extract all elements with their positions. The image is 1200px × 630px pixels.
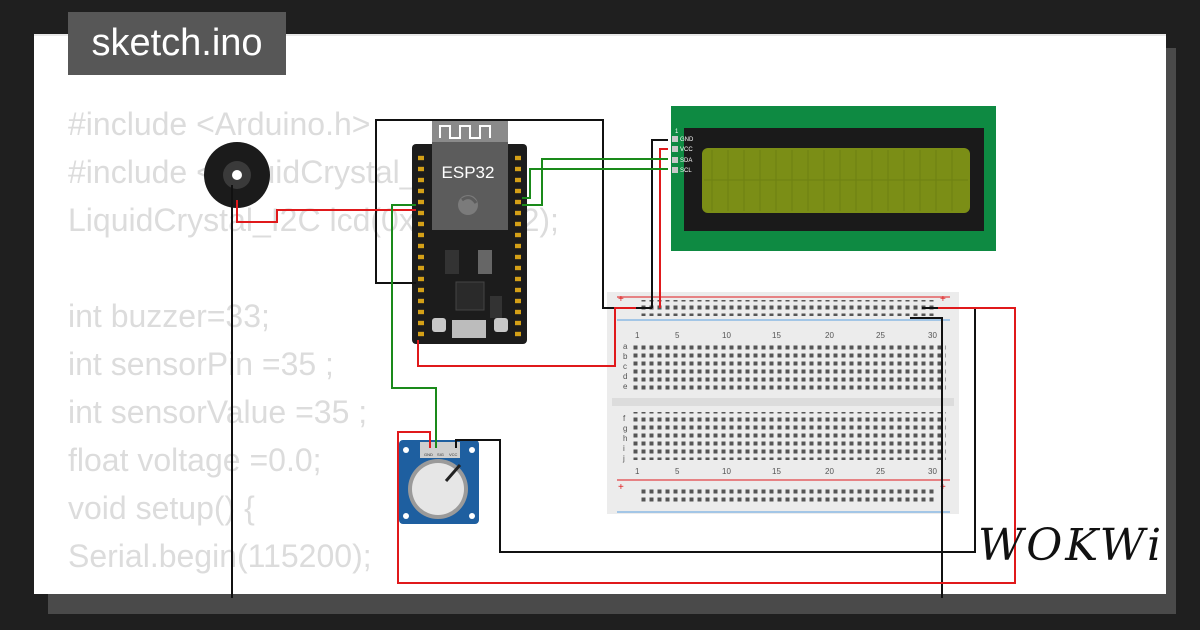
- file-name-tab[interactable]: sketch.ino: [68, 12, 286, 75]
- code-line: Serial.begin(115200);: [68, 538, 372, 574]
- bb-row-label: d: [623, 372, 627, 381]
- bb-col-label: 10: [722, 331, 731, 340]
- bb-col-label: 30: [928, 467, 937, 476]
- bb-col-label: 1: [635, 467, 640, 476]
- bb-col-label: 25: [876, 467, 885, 476]
- svg-text:+: +: [618, 294, 624, 305]
- bb-col-label: 20: [825, 467, 834, 476]
- bb-col-label: 1: [635, 331, 640, 340]
- lcd-pin-vcc: VCC: [680, 147, 693, 153]
- wires: [231, 119, 1016, 598]
- svg-text:+: +: [940, 294, 946, 305]
- code-line: float voltage =0.0;: [68, 442, 322, 478]
- code-line: int sensorValue =35 ;: [68, 394, 368, 430]
- pot-pin-sig: SIG: [437, 452, 444, 457]
- code-line: void setup() {: [68, 490, 255, 526]
- bb-row-label: g: [623, 424, 627, 433]
- pot-pin-gnd: GND: [424, 452, 433, 457]
- canvas-top-border: [34, 34, 1166, 36]
- potentiometer[interactable]: GND SIG VCC: [399, 440, 479, 524]
- code-line: #include <Arduino.h>: [68, 106, 371, 142]
- code-line: int sensorPin =35 ;: [68, 346, 334, 382]
- svg-text:1: 1: [675, 129, 679, 135]
- lcd-pin-gnd: GND: [680, 137, 694, 143]
- breadboard[interactable]: 1 5 10 15 20 25 30 1 5 10 15 20 25 30 a …: [607, 292, 959, 514]
- wokwi-logo: WOKWi: [978, 520, 1165, 571]
- buzzer[interactable]: [204, 142, 270, 208]
- bb-col-label: 25: [876, 331, 885, 340]
- bb-row-label: i: [623, 444, 625, 453]
- bb-row-label: j: [622, 454, 625, 463]
- bb-row-label: c: [623, 362, 627, 371]
- svg-text:+: +: [618, 482, 624, 493]
- bb-row-label: h: [623, 434, 627, 443]
- code-line: int buzzer=33;: [68, 298, 270, 334]
- bb-col-label: 15: [772, 331, 781, 340]
- esp32-board[interactable]: ESP32: [412, 120, 527, 344]
- bb-row-label: f: [623, 414, 626, 423]
- bb-col-label: 15: [772, 467, 781, 476]
- bb-row-label: a: [623, 342, 628, 351]
- lcd-display[interactable]: 1 GND VCC SDA SCL: [671, 106, 996, 251]
- esp32-label: ESP32: [442, 163, 495, 182]
- lcd-pin-scl: SCL: [680, 168, 692, 174]
- bb-col-label: 5: [675, 467, 680, 476]
- bb-col-label: 20: [825, 331, 834, 340]
- lcd-pin-sda: SDA: [680, 158, 692, 164]
- bb-col-label: 30: [928, 331, 937, 340]
- bb-row-label: b: [623, 352, 628, 361]
- pot-pin-vcc: VCC: [449, 452, 458, 457]
- bb-row-label: e: [623, 382, 628, 391]
- bb-col-label: 10: [722, 467, 731, 476]
- bb-col-label: 5: [675, 331, 680, 340]
